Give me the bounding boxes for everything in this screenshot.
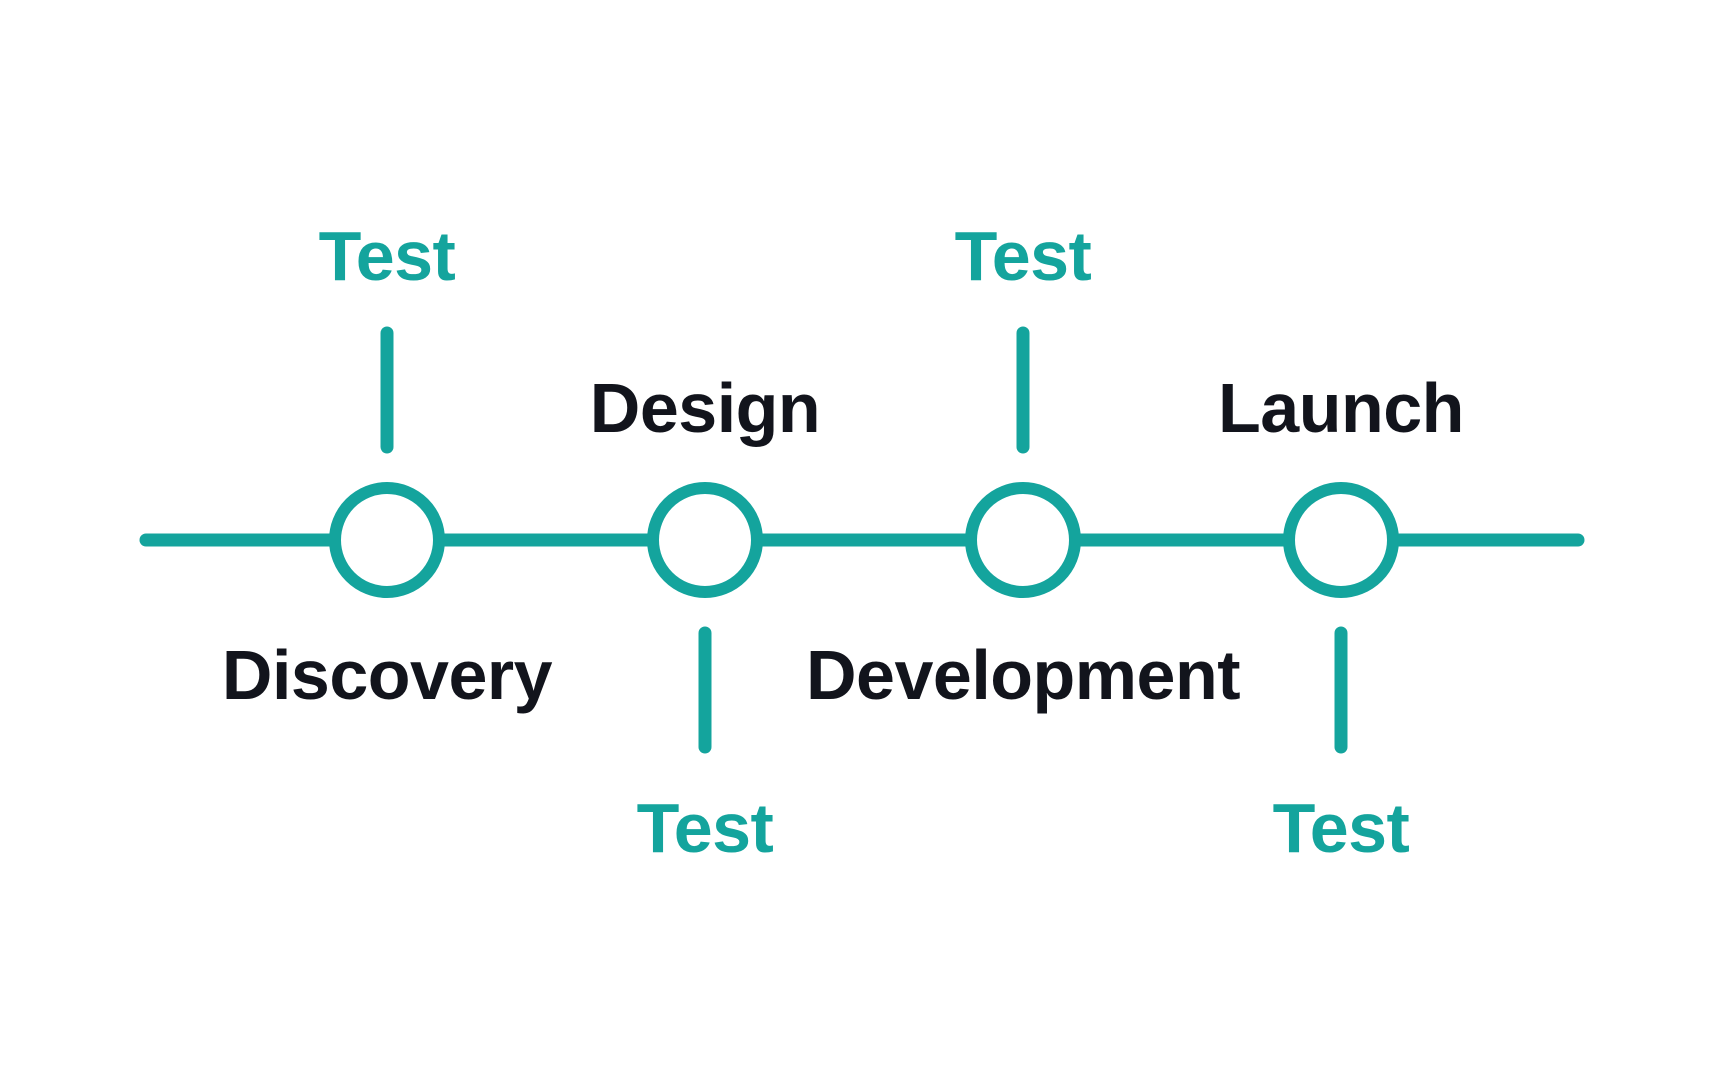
milestone-node-discovery (329, 482, 445, 598)
phase-label-development: Development (805, 636, 1241, 714)
milestone-node-launch (1283, 482, 1399, 598)
milestone-node-development (965, 482, 1081, 598)
phase-label-launch: Launch (1218, 369, 1464, 447)
phase-label-design: Design (589, 369, 821, 447)
test-label-design: Test (636, 789, 774, 867)
test-label-discovery: Test (318, 217, 456, 295)
test-label-launch: Test (1272, 789, 1410, 867)
phase-label-discovery: Discovery (221, 636, 553, 714)
milestone-node-design (647, 482, 763, 598)
test-label-development: Test (954, 217, 1092, 295)
